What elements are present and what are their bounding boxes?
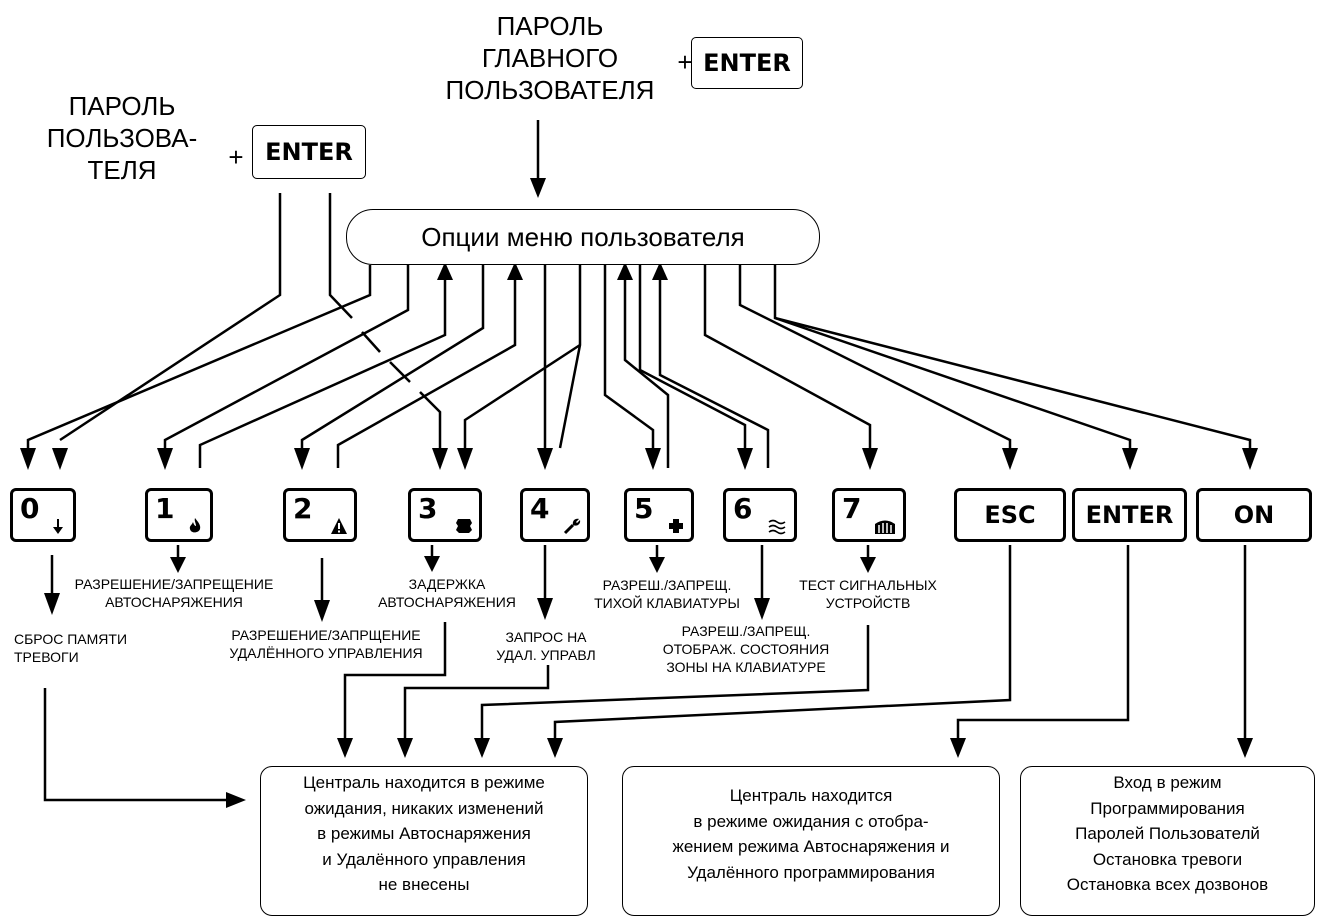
result-line: и Удалённого управления: [322, 849, 526, 869]
key-number: 0: [20, 492, 40, 525]
result-line: в режимы Автоснаряжения: [317, 824, 531, 843]
label-silent-keypad: РАЗРЕШ./ЗАПРЕЩ. ТИХОЙ КЛАВИАТУРЫ: [582, 576, 752, 612]
result-line: Остановка тревоги: [1092, 849, 1243, 869]
master-password-line: ПАРОЛЬ: [496, 11, 604, 41]
result-line: Паролей Пользователй: [1075, 824, 1260, 843]
key-number: 7: [842, 492, 862, 525]
enter-key[interactable]: ENTER: [1072, 488, 1187, 542]
result-programming-mode: Вход в режим Программирования Паролей По…: [1020, 766, 1315, 916]
label-remote-control-request: ЗАПРОС НА УДАЛ. УПРАВЛ: [480, 628, 612, 664]
result-line: ожидания, никаких изменений: [304, 798, 544, 818]
master-enter-key[interactable]: ENTER: [691, 37, 803, 89]
master-password-line: ГЛАВНОГО: [481, 43, 619, 73]
esc-key[interactable]: ESC: [954, 488, 1066, 542]
result-line: не внесены: [378, 875, 470, 894]
label-line: ТЕСТ СИГНАЛЬНЫХ: [799, 577, 937, 593]
result-line: жением режима Автоснаряжения и: [672, 837, 950, 856]
master-password-line: ПОЛЬЗОВАТЕЛЯ: [445, 75, 655, 105]
wave-icon: [768, 519, 786, 535]
result-standby-no-change: Централь находится в режиме ожидания, ни…: [260, 766, 588, 916]
result-line: Централь находится в режиме: [303, 773, 545, 792]
on-key[interactable]: ON: [1196, 488, 1312, 542]
key-number: 6: [733, 492, 753, 525]
label-zone-status-display: РАЗРЕШ./ЗАПРЕЩ. ОТОБРАЖ. СОСТОЯНИЯ ЗОНЫ …: [646, 622, 846, 676]
key-number: 2: [293, 492, 313, 525]
label-line: АВТОСНАРЯЖЕНИЯ: [105, 594, 243, 610]
label-line: ЗАПРОС НА: [505, 629, 587, 645]
label-line: РАЗРЕШЕНИЕ/ЗАПРЕЩЕНИЕ: [74, 576, 274, 592]
label-line: ТИХОЙ КЛАВИАТУРЫ: [594, 595, 740, 611]
label-line: ЗАДЕРЖКА: [408, 576, 486, 592]
result-line: Централь находится: [729, 786, 893, 805]
key-number: 3: [418, 492, 438, 525]
siren-icon: [875, 520, 895, 534]
arrow-down-icon: [53, 519, 63, 534]
plus-sign: +: [228, 142, 244, 172]
label-auto-arm-delay: ЗАДЕРЖКА АВТОСНАРЯЖЕНИЯ: [362, 575, 532, 611]
label-line: ЗОНЫ НА КЛАВИАТУРЕ: [666, 659, 826, 675]
label-line: УСТРОЙСТВ: [825, 595, 911, 611]
warning-icon: [331, 518, 347, 534]
user-password-line: ТЕЛЯ: [87, 155, 157, 185]
label-auto-arm-enable: РАЗРЕШЕНИЕ/ЗАПРЕЩЕНИЕ АВТОСНАРЯЖЕНИЯ: [70, 575, 278, 611]
user-enter-key[interactable]: ENTER: [252, 125, 366, 179]
plus-sign: +: [677, 47, 693, 77]
user-password-line: ПОЛЬЗОВА-: [46, 123, 198, 153]
result-line: Удалённого программирования: [687, 862, 935, 882]
label-line: АВТОСНАРЯЖЕНИЯ: [378, 594, 516, 610]
result-line: Программирования: [1090, 798, 1245, 818]
label-line: УДАЛЁННОГО УПРАВЛЕНИЯ: [229, 645, 423, 661]
label-line: ОТОБРАЖ. СОСТОЯНИЯ: [662, 641, 830, 657]
key-3[interactable]: 3: [408, 488, 482, 542]
result-line: Остановка всех дозвонов: [1066, 875, 1269, 894]
result-line: Вход в режим: [1113, 773, 1222, 792]
user-password-label: ПАРОЛЬ ПОЛЬЗОВА- ТЕЛЯ: [22, 90, 222, 186]
fire-icon: [189, 518, 201, 533]
medical-cross-icon: [669, 519, 683, 533]
master-password-label: ПАРОЛЬ ГЛАВНОГО ПОЛЬЗОВАТЕЛЯ: [420, 10, 680, 106]
key-2[interactable]: 2: [283, 488, 357, 542]
label-signal-device-test: ТЕСТ СИГНАЛЬНЫХ УСТРОЙСТВ: [783, 576, 953, 612]
result-standby-display: Централь находится в режиме ожидания с о…: [622, 766, 1000, 916]
user-menu-options: Опции меню пользователя: [346, 209, 820, 265]
key-number: 1: [155, 492, 175, 525]
label-line: СБРОС ПАМЯТИ: [14, 631, 128, 647]
police-badge-icon: [456, 519, 472, 533]
wrench-icon: [563, 518, 581, 535]
user-password-line: ПАРОЛЬ: [68, 91, 176, 121]
key-number: 5: [634, 492, 654, 525]
label-reset-alarm-memory: СБРОС ПАМЯТИ ТРЕВОГИ: [14, 630, 127, 666]
label-remote-control-enable: РАЗРЕШЕНИЕ/ЗАПРЩЕНИЕ УДАЛЁННОГО УПРАВЛЕН…: [205, 626, 447, 662]
key-7[interactable]: 7: [832, 488, 906, 542]
label-line: РАЗРЕШЕНИЕ/ЗАПРЩЕНИЕ: [231, 627, 421, 643]
key-6[interactable]: 6: [723, 488, 797, 542]
label-line: УДАЛ. УПРАВЛ: [496, 647, 596, 663]
key-5[interactable]: 5: [624, 488, 694, 542]
key-4[interactable]: 4: [520, 488, 590, 542]
result-line: в режиме ожидания с отобра-: [693, 811, 929, 831]
key-number: 4: [530, 492, 550, 525]
label-line: ТРЕВОГИ: [14, 649, 79, 665]
label-line: РАЗРЕШ./ЗАПРЕЩ.: [602, 577, 732, 593]
key-0[interactable]: 0: [10, 488, 76, 542]
label-line: РАЗРЕШ./ЗАПРЕЩ.: [681, 623, 811, 639]
key-1[interactable]: 1: [145, 488, 213, 542]
